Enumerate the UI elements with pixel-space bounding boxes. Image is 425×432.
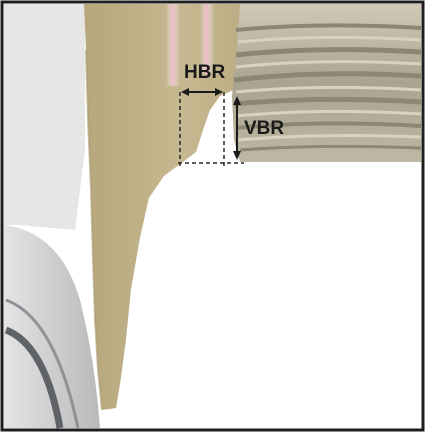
hbr-label: HBR (184, 62, 225, 83)
left-soft-tissue-region (4, 4, 85, 230)
pink-tint-1 (166, 4, 180, 86)
soft-tissue-region (116, 162, 421, 428)
vbr-label: VBR (244, 118, 284, 139)
